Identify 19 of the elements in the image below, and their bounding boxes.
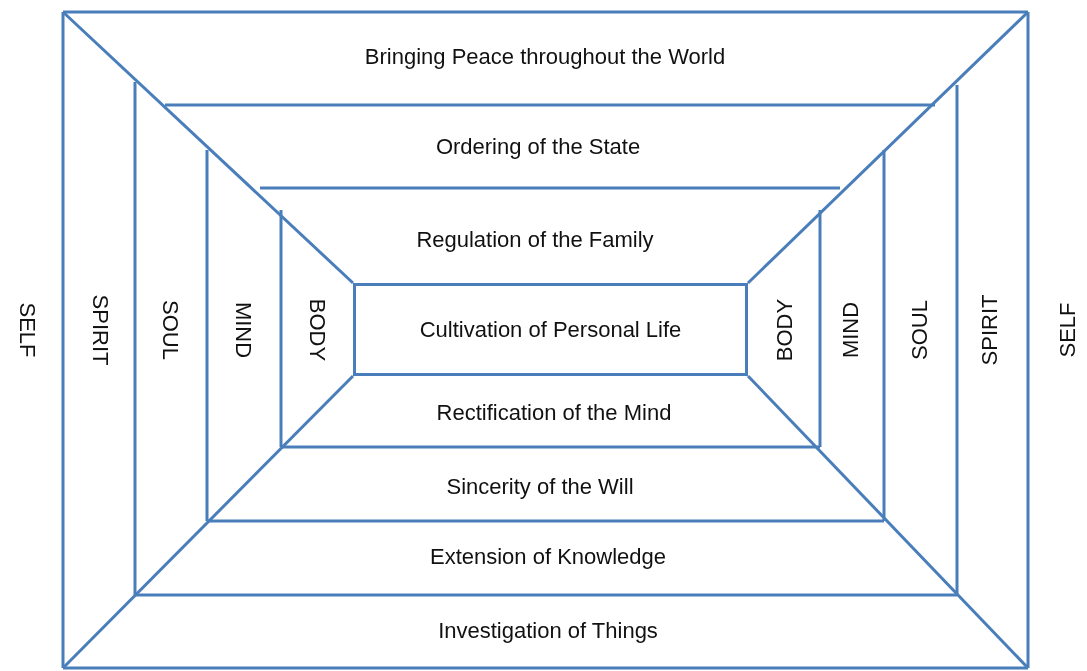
band-label: Rectification of the Mind [436,400,672,426]
vertical-label: SELF [1055,302,1081,358]
vertical-label: SPIRIT [977,294,1003,366]
band-label: Bringing Peace throughout the World [364,44,726,70]
band-label: Ordering of the State [435,134,641,160]
vertical-label: SOUL [157,300,183,360]
band-label: Regulation of the Family [416,227,654,253]
vertical-label: SPIRIT [87,294,113,366]
center-box [353,283,748,376]
vertical-label: MIND [230,301,256,359]
vertical-label: BODY [772,298,798,362]
vertical-label: SOUL [907,300,933,360]
vertical-label: BODY [304,298,330,362]
vertical-label: SELF [14,302,40,358]
band-label: Sincerity of the Will [446,474,634,500]
box-label: Cultivation of Personal Life [419,316,682,343]
vertical-label: MIND [838,301,864,359]
band-label: Extension of Knowledge [429,544,667,570]
band-label: Investigation of Things [438,618,658,644]
